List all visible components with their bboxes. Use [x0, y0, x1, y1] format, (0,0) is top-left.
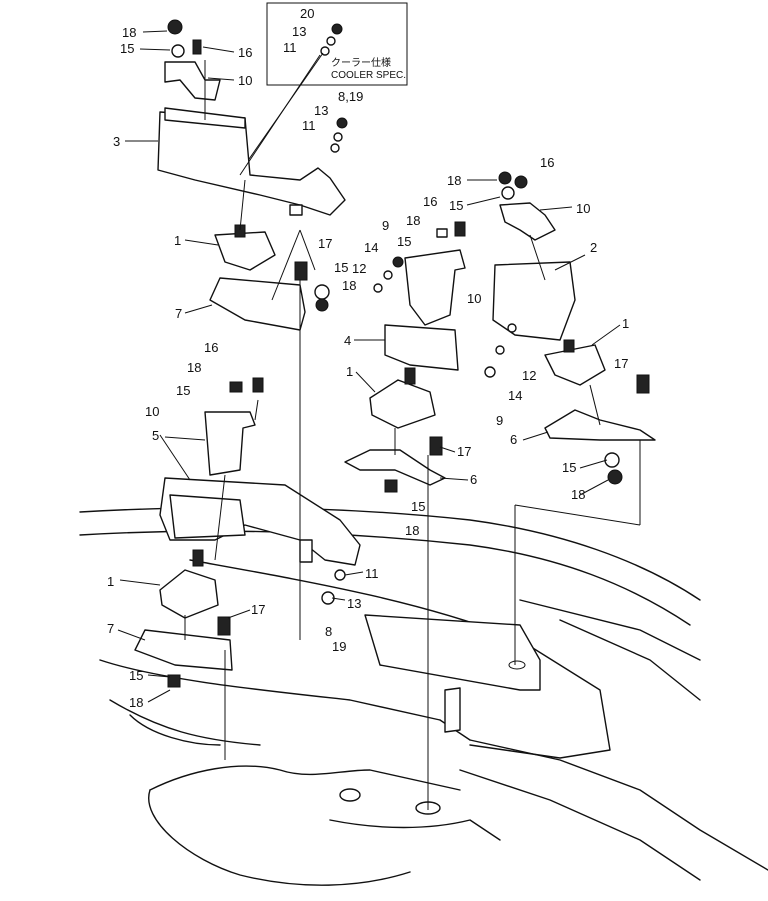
callout-label: 11 [365, 566, 379, 581]
callout-label: 12 [352, 261, 366, 276]
bracket-7-top [209, 277, 306, 331]
mount-1-top [214, 224, 276, 271]
callout-label: 16 [204, 340, 218, 355]
callout-label: 10 [576, 201, 590, 216]
callout-label: 13 [347, 596, 361, 611]
callout-label: 1 [346, 364, 353, 379]
mount-1-center [369, 367, 436, 429]
bracket-10-right [499, 202, 556, 241]
bracket-7-lower [134, 629, 233, 671]
callout-label: 18 [342, 278, 356, 293]
callout-label: 6 [470, 472, 477, 487]
callout-label: 17 [457, 444, 471, 459]
callout-label: 15 [562, 460, 576, 475]
bolt-icon [331, 23, 343, 35]
callout-label: 14 [508, 388, 522, 403]
callout-label: 15 [129, 668, 143, 683]
callout-label: 9 [496, 413, 503, 428]
callout-label: 18 [129, 695, 143, 710]
bracket-4 [384, 324, 459, 371]
callout-label: 15 [449, 198, 463, 213]
callout-label: 8 [325, 624, 332, 639]
bracket-10-lower [204, 411, 256, 476]
callout-labels: 20 13 11 18 15 16 10 8,19 13 11 3 16 18 … [107, 6, 629, 710]
leader-lines [117, 30, 621, 703]
callout-label: 6 [510, 432, 517, 447]
callout-label: 2 [590, 240, 597, 255]
callout-label: 5 [152, 428, 159, 443]
callout-label: 15 [176, 383, 190, 398]
callout-label: 18 [571, 487, 585, 502]
washer-icon [326, 36, 336, 46]
callout-label: 1 [107, 574, 114, 589]
callout-label: 7 [107, 621, 114, 636]
callout-label: 4 [344, 333, 351, 348]
callout-label: 15 [120, 41, 134, 56]
callout-label: 19 [332, 639, 346, 654]
guide-lines [184, 54, 641, 810]
callout-label: 18 [405, 523, 419, 538]
callout-label: 8,19 [338, 89, 363, 104]
mount-1-right [544, 339, 606, 386]
callout-label: 1 [622, 316, 629, 331]
callout-label: 15 [411, 499, 425, 514]
callout-label: 16 [540, 155, 554, 170]
cooler-spec-inset: クーラー仕様 COOLER SPEC. [239, 2, 408, 173]
bracket-2 [492, 261, 576, 341]
inset-label-en: COOLER SPEC. [331, 70, 406, 81]
callout-label: 10 [467, 291, 481, 306]
callout-label: 17 [614, 356, 628, 371]
callout-label: 16 [238, 45, 252, 60]
callout-label: 18 [406, 213, 420, 228]
callout-label: 10 [238, 73, 252, 88]
callout-label: 1 [174, 233, 181, 248]
bracket-3 [157, 107, 346, 216]
bracket-10-top [164, 61, 221, 101]
callout-label: 15 [334, 260, 348, 275]
callout-label: 9 [382, 218, 389, 233]
callout-label: 20 [300, 6, 314, 21]
callout-label: 18 [187, 360, 201, 375]
callout-label: 11 [302, 118, 316, 133]
callout-label: 11 [283, 40, 297, 55]
callout-label: 16 [423, 194, 437, 209]
callout-label: 3 [113, 134, 120, 149]
callout-label: 13 [314, 103, 328, 118]
callout-label: 7 [175, 306, 182, 321]
callout-label: 12 [522, 368, 536, 383]
bracket-5 [159, 477, 361, 566]
callout-label: 18 [122, 25, 136, 40]
callout-label: 18 [447, 173, 461, 188]
hardware [167, 19, 650, 688]
callout-label: 17 [251, 602, 265, 617]
callout-label: 15 [397, 234, 411, 249]
bracket-10-center [404, 249, 466, 326]
mount-1-lower [159, 549, 219, 619]
inset-label-ja: クーラー仕様 [331, 56, 391, 69]
revolving-frame [79, 506, 768, 886]
callout-label: 17 [318, 236, 332, 251]
callout-label: 13 [292, 24, 306, 39]
callout-label: 10 [145, 404, 159, 419]
callout-label: 14 [364, 240, 378, 255]
